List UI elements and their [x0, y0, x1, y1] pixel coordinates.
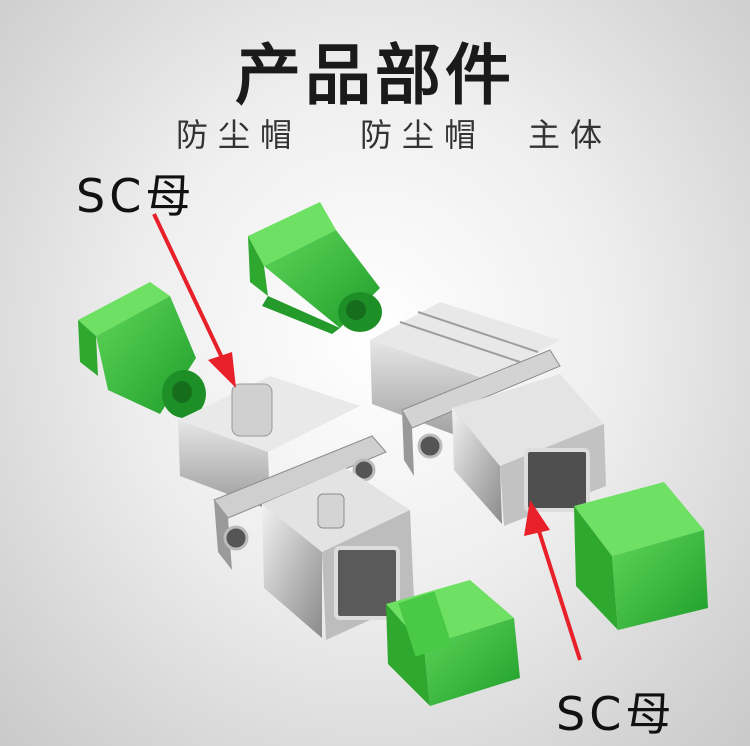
dust-cap-right [574, 482, 708, 630]
callout-sc-female-bottom: SC母 [556, 687, 676, 741]
arrow-bottom-right [524, 500, 582, 661]
adapter-left [178, 376, 414, 640]
page-title: 产品部件 [235, 37, 515, 114]
arrow-top-left [152, 213, 236, 388]
dust-cap-left [78, 282, 206, 418]
adapter-right [370, 302, 606, 526]
dust-cap-top [248, 202, 382, 334]
dust-cap-bottom [386, 580, 520, 706]
label-dust-cap-2: 防尘帽 [360, 116, 487, 154]
label-body: 主体 [528, 116, 613, 154]
label-dust-cap-1: 防尘帽 [176, 116, 303, 154]
callout-sc-female-top: SC母 [76, 169, 196, 223]
